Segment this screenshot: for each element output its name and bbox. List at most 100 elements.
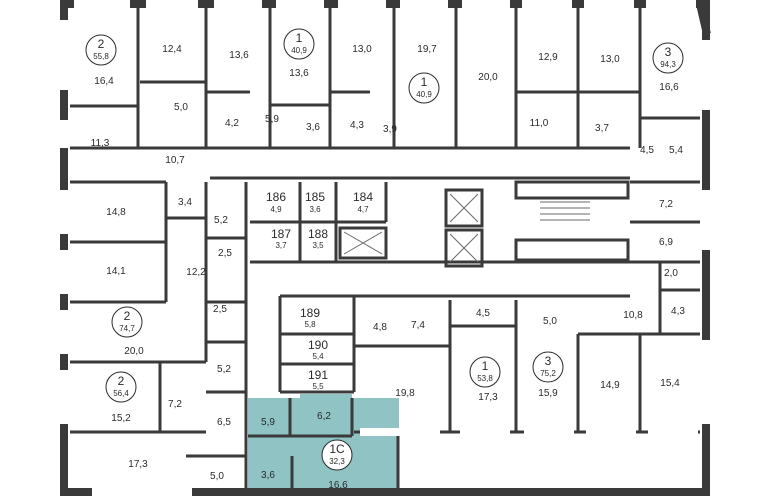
room-area: 19,7 (417, 44, 437, 55)
svg-text:4,7: 4,7 (357, 205, 369, 214)
room-area: 2,5 (218, 248, 232, 259)
storage-marker-188[interactable]: 188 3,5 (308, 227, 328, 250)
apartment-markers[interactable]: 2 55,8 1 40,9 1 40,9 3 94,3 186 4,9 185 … (85, 28, 684, 471)
svg-text:185: 185 (305, 190, 325, 204)
room-area: 4,5 (476, 308, 490, 319)
apartment-1c-fill[interactable] (248, 398, 399, 494)
highlighted-apartment-1c[interactable] (248, 394, 399, 494)
svg-text:75,2: 75,2 (540, 369, 556, 378)
room-area: 3,4 (178, 197, 192, 208)
svg-text:53,8: 53,8 (477, 374, 493, 383)
room-area: 3,7 (595, 123, 609, 134)
svg-text:1С: 1С (329, 442, 345, 456)
storage-marker-191[interactable]: 191 5,5 (308, 368, 328, 391)
room-area: 5,2 (214, 215, 228, 226)
apartment-marker-2-low[interactable]: 2 56,4 (105, 371, 137, 403)
room-area: 5,2 (217, 364, 231, 375)
room-area: 12,2 (186, 267, 206, 278)
apartment-marker-3-top[interactable]: 3 94,3 (652, 42, 684, 74)
svg-text:3: 3 (545, 354, 552, 368)
storage-marker-186[interactable]: 186 4,9 (266, 190, 286, 214)
room-area: 19,8 (395, 388, 415, 399)
apartment-marker-1-b[interactable]: 1 40,9 (408, 72, 440, 104)
room-area: 10,7 (165, 155, 185, 166)
room-area: 7,2 (659, 199, 673, 210)
room-area: 16,4 (94, 76, 114, 87)
room-area: 12,9 (538, 52, 558, 63)
room-area: 12,4 (162, 44, 182, 55)
room-area: 20,0 (124, 346, 144, 357)
room-area: 13,0 (600, 54, 620, 65)
room-area: 16,6 (328, 480, 348, 491)
room-area: 11,3 (91, 138, 110, 149)
svg-text:2: 2 (98, 37, 105, 51)
room-area: 14,9 (600, 380, 620, 391)
room-area: 5,9 (265, 114, 279, 125)
svg-text:94,3: 94,3 (660, 60, 676, 69)
corridor-walls (70, 146, 630, 298)
svg-text:186: 186 (266, 190, 286, 204)
room-area: 16,6 (659, 82, 679, 93)
room-area: 3,6 (306, 122, 320, 133)
room-area: 3,9 (383, 124, 397, 135)
room-area: 17,3 (478, 392, 498, 403)
svg-text:1: 1 (482, 359, 489, 373)
storage-walls (250, 182, 388, 394)
room-area: 2,5 (213, 304, 227, 315)
room-area: 14,8 (106, 207, 126, 218)
room-area: 13,6 (289, 68, 309, 79)
room-area: 7,2 (168, 399, 182, 410)
svg-text:32,3: 32,3 (329, 457, 345, 466)
svg-text:2: 2 (118, 374, 125, 388)
room-area: 4,8 (373, 322, 387, 333)
room-area: 15,4 (660, 378, 680, 389)
apartment-marker-2-top[interactable]: 2 55,8 (85, 34, 117, 66)
apartment-marker-3-low[interactable]: 3 75,2 (532, 351, 564, 383)
room-area: 5,0 (174, 102, 188, 113)
room-area: 5,0 (543, 316, 557, 327)
svg-text:56,4: 56,4 (113, 389, 129, 398)
svg-text:5,8: 5,8 (304, 320, 316, 329)
storage-marker-189[interactable]: 189 5,8 (300, 306, 320, 329)
storage-marker-190[interactable]: 190 5,4 (308, 338, 328, 361)
apartment-marker-1-low[interactable]: 1 53,8 (469, 356, 501, 388)
room-area: 14,1 (106, 266, 126, 277)
svg-text:188: 188 (308, 227, 328, 241)
svg-text:40,9: 40,9 (291, 46, 307, 55)
svg-text:5,4: 5,4 (312, 352, 324, 361)
svg-text:187: 187 (271, 227, 291, 241)
svg-text:2: 2 (124, 309, 131, 323)
svg-text:5,5: 5,5 (312, 382, 324, 391)
svg-text:74,7: 74,7 (119, 324, 135, 333)
apartment-marker-1-a[interactable]: 1 40,9 (283, 28, 315, 60)
room-area: 15,2 (111, 413, 131, 424)
apartment-marker-1c[interactable]: 1С 32,3 (321, 439, 353, 471)
svg-text:189: 189 (300, 306, 320, 320)
room-area: 6,5 (217, 417, 231, 428)
svg-text:40,9: 40,9 (416, 90, 432, 99)
room-area: 5,4 (669, 145, 683, 156)
room-area: 6,9 (659, 237, 673, 248)
svg-text:190: 190 (308, 338, 328, 352)
storage-marker-184[interactable]: 184 4,7 (353, 190, 373, 214)
room-area: 4,5 (640, 145, 654, 156)
room-area: 4,2 (225, 118, 239, 129)
svg-text:4,9: 4,9 (270, 205, 282, 214)
svg-text:55,8: 55,8 (93, 52, 109, 61)
apartment-marker-2-mid[interactable]: 2 74,7 (111, 306, 143, 338)
svg-text:3,7: 3,7 (275, 241, 287, 250)
room-area: 6,2 (317, 411, 331, 422)
room-area: 11,0 (530, 118, 549, 129)
storage-marker-185[interactable]: 185 3,6 (305, 190, 325, 214)
room-area: 13,0 (352, 44, 372, 55)
room-area: 2,0 (664, 268, 678, 279)
svg-text:1: 1 (296, 31, 303, 45)
room-area: 3,6 (261, 470, 275, 481)
room-area: 20,0 (478, 72, 498, 83)
storage-marker-187[interactable]: 187 3,7 (271, 227, 291, 250)
room-area: 10,8 (623, 310, 643, 321)
windows (60, 0, 710, 497)
svg-text:191: 191 (308, 368, 328, 382)
top-row-walls (70, 8, 700, 148)
